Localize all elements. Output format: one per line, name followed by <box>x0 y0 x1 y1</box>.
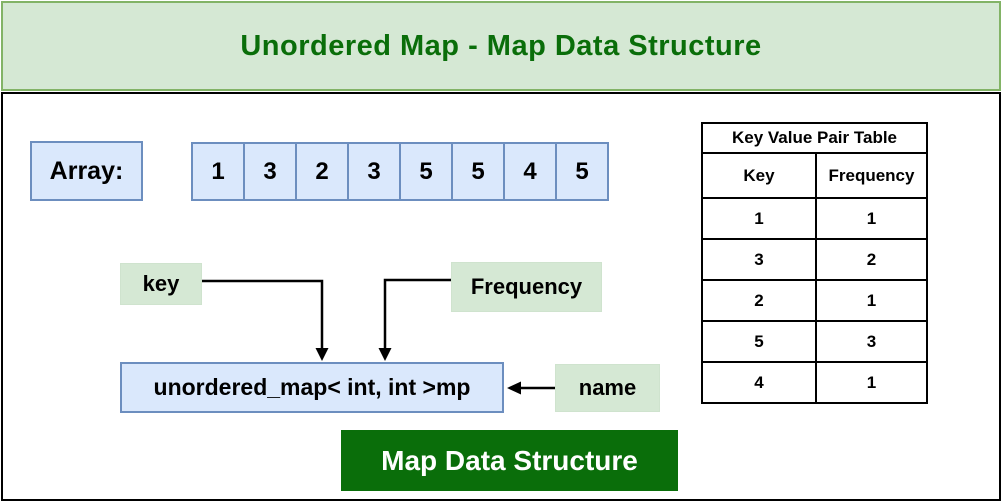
array-cell: 5 <box>401 144 453 199</box>
array-cell: 5 <box>453 144 505 199</box>
array-cells: 1 3 2 3 5 5 4 5 <box>191 142 609 201</box>
column-header-key: Key <box>701 152 817 199</box>
key-label: key <box>120 263 202 305</box>
array-label: Array: <box>30 141 143 201</box>
array-cell: 3 <box>349 144 401 199</box>
table-header-row: Key Frequency <box>701 152 928 199</box>
frequency-cell: 3 <box>815 320 928 363</box>
key-cell: 1 <box>701 197 817 240</box>
array-cell: 1 <box>193 144 245 199</box>
table-row: 2 1 <box>701 279 928 322</box>
table-row: 3 2 <box>701 238 928 281</box>
frequency-label: Frequency <box>451 262 602 312</box>
key-cell: 4 <box>701 361 817 404</box>
key-cell: 3 <box>701 238 817 281</box>
frequency-cell: 2 <box>815 238 928 281</box>
frequency-cell: 1 <box>815 197 928 240</box>
table-row: 4 1 <box>701 361 928 404</box>
title-banner: Unordered Map - Map Data Structure <box>1 1 1001 91</box>
column-header-frequency: Frequency <box>815 152 928 199</box>
map-data-structure-banner: Map Data Structure <box>341 430 678 491</box>
array-cell: 3 <box>245 144 297 199</box>
array-cell: 5 <box>575 157 589 185</box>
array-cell: 2 <box>297 144 349 199</box>
key-value-pair-table: Key Value Pair Table Key Frequency 1 1 3… <box>701 122 928 404</box>
array-cell: 4 <box>505 144 557 199</box>
unordered-map-declaration: unordered_map< int, int >mp <box>120 362 504 413</box>
table-row: 5 3 <box>701 320 928 363</box>
frequency-cell: 1 <box>815 361 928 404</box>
table-title-row: Key Value Pair Table <box>701 122 928 154</box>
page-title: Unordered Map - Map Data Structure <box>240 29 762 62</box>
key-cell: 5 <box>701 320 817 363</box>
key-cell: 2 <box>701 279 817 322</box>
name-label: name <box>555 364 660 412</box>
frequency-cell: 1 <box>815 279 928 322</box>
table-title: Key Value Pair Table <box>701 122 928 154</box>
table-row: 1 1 <box>701 197 928 240</box>
